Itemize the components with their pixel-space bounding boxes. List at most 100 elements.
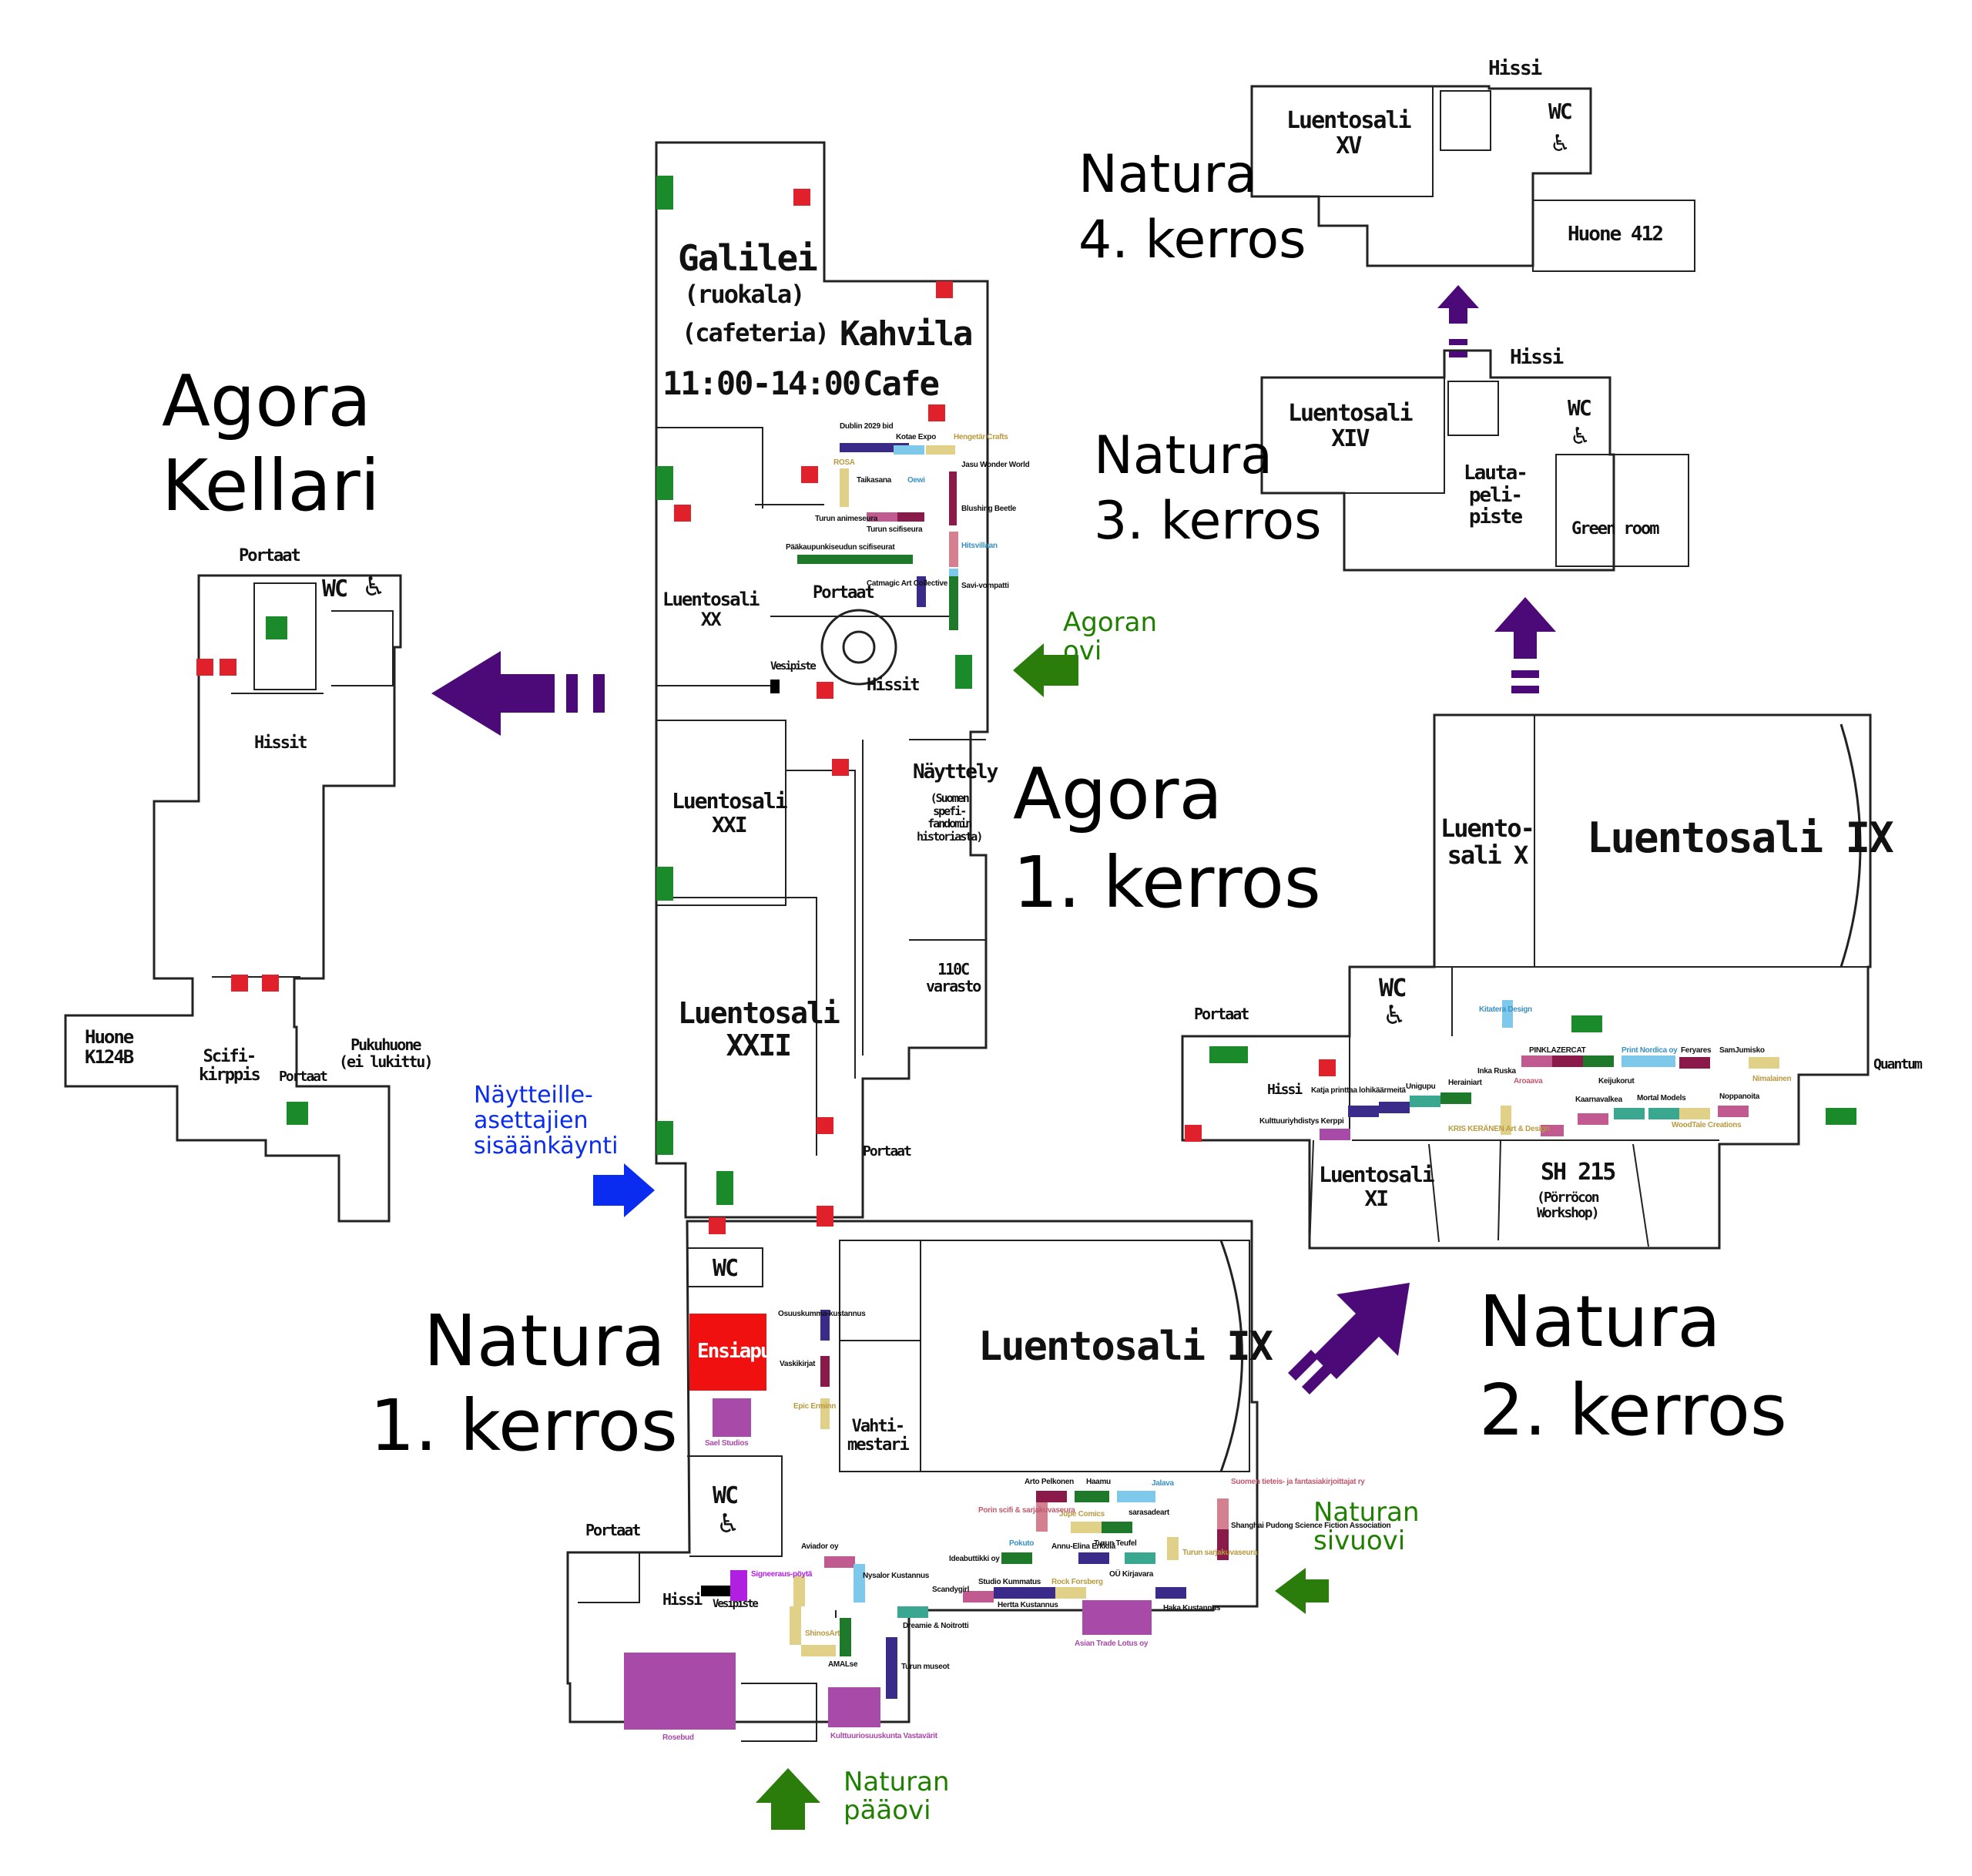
exhibitor-table	[949, 472, 957, 525]
fire-extinguisher-icon	[196, 659, 213, 676]
galilei-label: Galilei	[678, 237, 818, 279]
natura1-exhibitor-label: Shanghai Pudong Science Fiction Associat…	[1231, 1522, 1391, 1530]
accessible-wc-icon: ♿	[1570, 423, 1591, 450]
exhibitor-table	[1502, 1000, 1513, 1028]
agora-exhibitor-label: Turun animeseura	[815, 515, 878, 523]
exhibitor-table	[624, 1653, 736, 1730]
natura1-wc2-label: WC	[713, 1482, 739, 1509]
exhibitor-table	[840, 1618, 851, 1656]
galilei-hours: 11:00-14:00	[662, 364, 861, 402]
natura1-luentosali-ix-label: Luentosali IX	[978, 1324, 1273, 1370]
nayttely-label: Näyttely	[913, 760, 998, 784]
exhibitor-entrance-label: Näytteille- asettajien sisäänkäynti	[474, 1082, 619, 1159]
natura2-exhibitor-label: Kulttuuriyhdistys Kerppi	[1259, 1117, 1344, 1126]
exhibitor-table	[1078, 1552, 1109, 1564]
natura1-exhibitor-label: Hertta Kustannus	[998, 1601, 1058, 1609]
natura2-luentosali-ix-label: Luentosali IX	[1587, 814, 1894, 862]
natura1-exhibitor-label: ShinosArt	[805, 1629, 840, 1638]
agora-exhibitor-label: Oewi	[907, 476, 925, 485]
exhibitor-table	[730, 1570, 747, 1601]
natura1-exhibitor-label: Epic Erminn	[793, 1402, 837, 1411]
exit-sign-icon	[1826, 1108, 1856, 1125]
natura2-exhibitor-label: Print Nordica oy	[1622, 1046, 1678, 1055]
exhibitor-table	[713, 1398, 751, 1437]
natura1-exhibitor-label: Annu-Elina Erkkilä	[1051, 1542, 1115, 1551]
exhibitor-table	[1102, 1522, 1132, 1533]
natura-3-title-1: Natura	[1094, 425, 1273, 486]
natura2-exhibitor-label: Katja printtaa lohikäärmeitä	[1311, 1086, 1406, 1095]
natura3-luentosali-xiv-label: Luentosali XIV	[1288, 400, 1414, 452]
agora-exhibitor-label: Dublin 2029 bid	[840, 422, 894, 431]
kellari-portaat-label: Portaat	[239, 546, 301, 565]
natura2-exhibitor-label: Kaarnavalkea	[1575, 1096, 1622, 1104]
ensiapu-room	[689, 1314, 766, 1391]
natura4-wc-label: WC	[1548, 99, 1573, 124]
arrow-to-agora-kellari	[431, 651, 605, 736]
agora-exhibitor-label: Taikasana	[857, 476, 891, 485]
natura-2-title-2: 2. kerros	[1479, 1369, 1787, 1451]
agora-exhibitor-label: Catmagic Art Collective	[867, 579, 947, 588]
exhibitor-table	[1125, 1552, 1155, 1564]
agora-portaat-label: Portaat	[813, 583, 875, 602]
exhibitor-table	[994, 1587, 1055, 1599]
kahvila-label: Kahvila	[840, 314, 973, 354]
natura1-portaat-label: Portaat	[585, 1521, 641, 1539]
fire-alarm-icon	[832, 759, 849, 776]
exhibitor-table	[1167, 1537, 1179, 1560]
exhibitor-table	[824, 1556, 855, 1568]
fire-alarm-icon	[817, 1210, 833, 1227]
agoran-ovi-label: Agoran ovi	[1063, 607, 1158, 667]
natura1-exhibitor-label: Suomen tieteis- ja fantasiakirjoittajat …	[1231, 1478, 1365, 1486]
natura1-exhibitor-label: Jupe Comics	[1059, 1510, 1105, 1519]
exhibitor-table	[797, 555, 913, 564]
natura-4-title-2: 4. kerros	[1078, 210, 1306, 270]
arrow-to-natura-2	[1288, 1283, 1410, 1394]
exhibitor-table	[1055, 1587, 1086, 1599]
naturan-paaovi-arrow	[756, 1768, 820, 1830]
natura4-luentosali-xv-label: Luentosali XV	[1286, 107, 1412, 159]
natura1-exhibitor-label: Osuuskumma-kustannus	[778, 1310, 866, 1318]
nayttely-sub: (Suomen spefi- fandomin historiasta)	[917, 791, 983, 844]
galilei-ruokala: (ruokala)	[684, 280, 805, 309]
natura-1-title-1: Natura	[424, 1300, 666, 1382]
exhibitor-table	[1679, 1108, 1710, 1119]
exhibitor-table	[1036, 1491, 1067, 1502]
fire-extinguisher-icon	[928, 404, 945, 421]
exhibitor-table	[1071, 1522, 1102, 1533]
natura1-exhibitor-label: OÜ Kirjavara	[1109, 1570, 1153, 1579]
arrow-to-natura-3	[1494, 597, 1556, 693]
vahtimestari-label: Vahti- mestari	[847, 1417, 910, 1455]
natura1-exhibitor-label: AMALse	[828, 1660, 858, 1669]
exit-sign-icon	[656, 176, 673, 210]
agora-exhibitor-label: ROSA	[833, 458, 855, 467]
natura1-exhibitor-label: Porin scifi & sarjakuvaseura	[978, 1506, 1075, 1515]
exhibitor-entrance-arrow	[593, 1163, 655, 1217]
arrow-to-natura-4	[1437, 285, 1479, 357]
natura-3-title-2: 3. kerros	[1094, 491, 1322, 552]
exhibitor-table	[917, 576, 926, 607]
agora-exhibitor-label: Savi-vompatti	[961, 582, 1009, 590]
natura3-hissi-label: Hissi	[1510, 346, 1564, 369]
agora-exhibitor-label: Blushing Beetle	[961, 505, 1017, 513]
kellari-wc-label: WC	[322, 576, 348, 602]
agora-exhibitor-label: Hengetär Crafts	[954, 433, 1008, 441]
natura1-exhibitor-label: Scandygirl	[932, 1586, 970, 1594]
fire-alarm-icon	[262, 975, 279, 992]
exhibitor-table	[949, 532, 958, 562]
exhibitor-table	[801, 1645, 836, 1656]
exhibitor-table	[854, 1564, 865, 1602]
cafe-label: Cafe	[863, 364, 940, 404]
natura1-exhibitor-label: Studio Kummatus	[978, 1578, 1041, 1586]
natura1-hissi-label: Hissi	[662, 1590, 703, 1609]
natura2-hissi-label: Hissi	[1267, 1082, 1303, 1098]
fire-extinguisher-icon	[709, 1217, 726, 1234]
exhibitor-table	[1082, 1600, 1152, 1635]
natura1-vesipiste-label: Vesipiste	[713, 1598, 759, 1610]
natura1-exhibitor-label: Turun museot	[901, 1663, 950, 1671]
natura-2-title-1: Natura	[1479, 1280, 1721, 1363]
natura1-exhibitor-label: Aviador oy	[801, 1542, 839, 1551]
scifikirppis-label: Scifi- kirppis	[199, 1047, 261, 1086]
